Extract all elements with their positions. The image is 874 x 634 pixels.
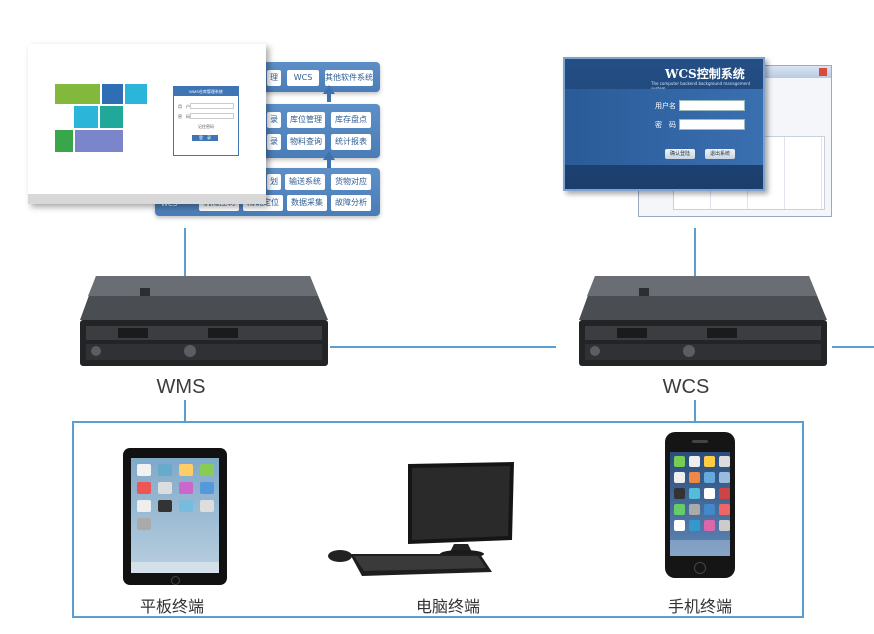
connector-wcs-ui bbox=[694, 228, 696, 276]
module-chip-data-collection: 数据采集 bbox=[287, 195, 327, 211]
wms-user-input[interactable] bbox=[190, 103, 234, 109]
module-chip-partial: 理 bbox=[267, 70, 281, 86]
wms-user-label: 用 户 bbox=[178, 104, 190, 109]
logo-tile bbox=[55, 130, 73, 152]
wms-login-header: WMS仓库管理系统 bbox=[174, 87, 238, 96]
wcs-password-input[interactable] bbox=[679, 119, 745, 130]
wcs-close-icon[interactable] bbox=[819, 68, 827, 76]
wcs-username-input[interactable] bbox=[679, 100, 745, 111]
wcs-subtitle: The computer backend background manageme… bbox=[651, 81, 751, 91]
arrow-stem-upper bbox=[327, 92, 331, 102]
tablet-app-grid bbox=[137, 464, 214, 530]
wcs-confirm-button[interactable]: 确认登陆 bbox=[665, 149, 695, 159]
wms-password-input[interactable] bbox=[190, 113, 234, 119]
connector-wms-terminals bbox=[184, 400, 186, 422]
terminal-group bbox=[72, 421, 804, 618]
wcs-password-label: 密 码 bbox=[655, 121, 676, 129]
wcs-server bbox=[579, 276, 827, 366]
tablet-dock bbox=[131, 562, 219, 573]
logo-tile bbox=[102, 84, 123, 104]
wcs-cancel-button[interactable]: 退出系统 bbox=[705, 149, 735, 159]
phone-icon bbox=[665, 432, 735, 578]
wms-login-window: WMS仓库管理系统 用 户 密 码 记住密码 登 录 bbox=[28, 44, 266, 204]
module-chip-goods-match: 货物对应 bbox=[331, 174, 371, 190]
tablet-screen bbox=[131, 458, 219, 573]
arrow-up-upper bbox=[323, 85, 335, 94]
phone-speaker bbox=[692, 440, 708, 443]
logo-tile bbox=[100, 106, 123, 128]
wcs-login-window: WCS控制系统 The computer backend background … bbox=[563, 57, 765, 191]
tablet-home-button bbox=[171, 576, 180, 585]
module-row-bottom: WCS 划 输送系统 货物对应 机械控制 精确定位 数据采集 故障分析 bbox=[155, 168, 380, 216]
connector-wcs-terminals bbox=[694, 400, 696, 422]
module-chip-fault-analysis: 故障分析 bbox=[331, 195, 371, 211]
phone-home-button bbox=[694, 562, 706, 574]
arrow-stem-lower bbox=[327, 158, 331, 168]
tablet-terminal-label: 平板终端 bbox=[139, 597, 204, 616]
wms-login-button[interactable]: 登 录 bbox=[192, 135, 218, 141]
module-chip-location-mgmt: 库位管理 bbox=[287, 112, 325, 128]
module-chip-inventory-check: 库存盘点 bbox=[331, 112, 371, 128]
phone-dock bbox=[670, 540, 730, 556]
logo-tile bbox=[55, 84, 100, 104]
logo-tile bbox=[75, 130, 123, 152]
module-side-label: WCS bbox=[161, 200, 178, 208]
phone-screen bbox=[670, 452, 730, 556]
module-chip-wcs: WCS bbox=[287, 70, 319, 86]
module-chip-partial: 录 bbox=[267, 134, 281, 150]
tablet-icon bbox=[123, 448, 227, 585]
desktop-terminal-label: 电脑终端 bbox=[415, 597, 480, 616]
arrow-up-lower bbox=[323, 151, 335, 160]
wcs-server-label: WCS bbox=[662, 376, 710, 398]
wms-server bbox=[80, 276, 328, 366]
wcs-username-label: 用户名 bbox=[655, 102, 676, 110]
wms-remember-checkbox[interactable]: 记住密码 bbox=[198, 124, 214, 129]
connector-wms-wcs bbox=[330, 346, 556, 348]
module-chip-partial: 划 bbox=[267, 174, 281, 190]
logo-tile bbox=[125, 84, 147, 104]
module-chip-material-query: 物料查询 bbox=[287, 134, 325, 150]
desktop-computer-icon bbox=[328, 462, 514, 576]
logo-tile bbox=[74, 106, 98, 128]
wms-login-form: WMS仓库管理系统 用 户 密 码 记住密码 登 录 bbox=[173, 86, 239, 156]
connector-wms-ui bbox=[184, 228, 186, 276]
module-chip-other-software: 其他软件系统 bbox=[325, 70, 373, 86]
module-chip-conveyor: 输送系统 bbox=[285, 174, 325, 190]
wcs-title: WCS控制系统 bbox=[665, 67, 745, 81]
phone-terminal-label: 手机终端 bbox=[667, 597, 732, 616]
module-chip-stat-report: 统计报表 bbox=[331, 134, 371, 150]
phone-app-grid bbox=[674, 456, 730, 531]
wms-server-label: WMS bbox=[156, 376, 206, 398]
connector-wcs-right bbox=[832, 346, 874, 348]
module-chip-partial: 录 bbox=[267, 112, 281, 128]
wms-password-label: 密 码 bbox=[178, 114, 190, 119]
